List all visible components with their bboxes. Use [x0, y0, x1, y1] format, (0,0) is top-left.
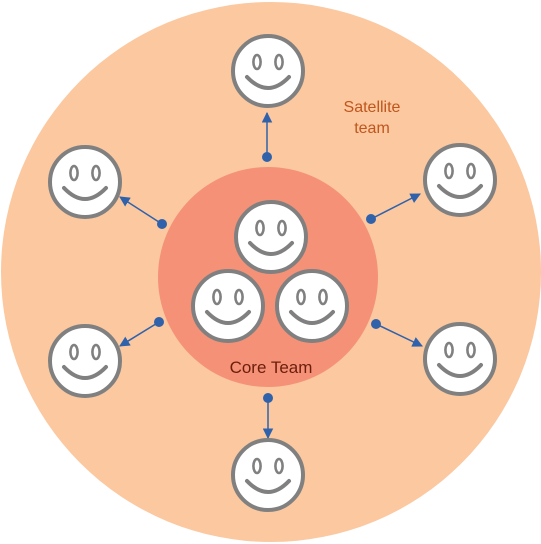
core-team-label: Core Team	[230, 358, 313, 377]
satellite-member-bottom-left-smiley-face-icon	[48, 324, 122, 398]
connector-top-left	[119, 196, 167, 229]
core-member-left-smiley-face-icon	[191, 269, 265, 343]
satellite-team-label-line2: team	[354, 120, 390, 137]
connector-bottom-right	[371, 319, 423, 347]
satellite-team-label-line1: Satellite	[344, 99, 401, 116]
connector-bottom-left	[119, 317, 164, 347]
satellite-member-bottom-right-smiley-face-icon	[423, 322, 497, 396]
core-member-top-smiley-face-icon	[234, 200, 308, 274]
connector-bottom	[262, 393, 274, 440]
connector-top	[261, 111, 273, 162]
satellite-member-top-smiley-face-icon	[231, 34, 305, 108]
satellite-member-top-right-smiley-face-icon	[423, 143, 497, 217]
core-team-circle	[158, 167, 378, 387]
satellite-member-bottom-smiley-face-icon	[231, 438, 305, 512]
connector-top-right	[366, 193, 421, 224]
satellite-member-top-left-smiley-face-icon	[48, 145, 122, 219]
core-member-right-smiley-face-icon	[275, 269, 349, 343]
